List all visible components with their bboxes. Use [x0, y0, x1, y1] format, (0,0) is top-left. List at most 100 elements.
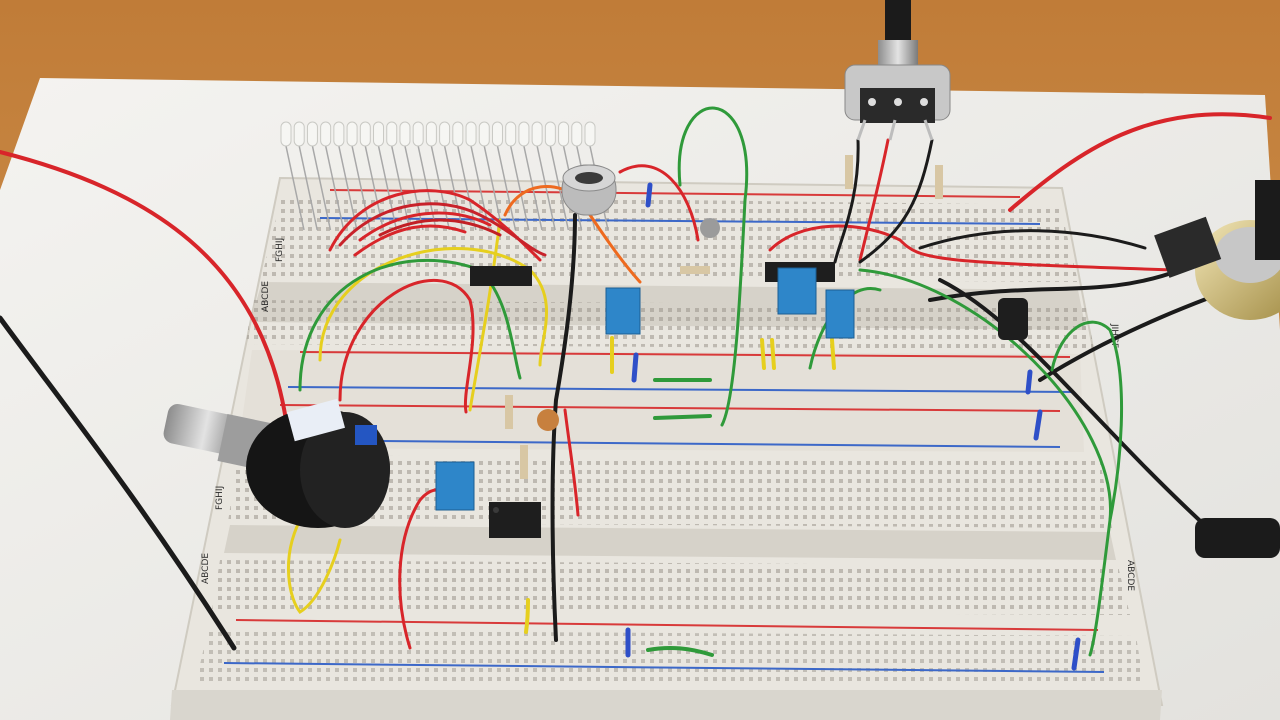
rail-blue-bottom — [223, 662, 1105, 673]
resistor-3 — [680, 266, 710, 274]
pot-pins — [856, 119, 934, 141]
wire-black-long-vertical — [550, 213, 577, 642]
led-lead — [536, 145, 556, 231]
led — [478, 121, 490, 147]
led — [399, 121, 411, 147]
led-lead — [377, 145, 398, 231]
wire-red-pot-1 — [858, 138, 890, 262]
led-bar — [280, 121, 609, 231]
rail-red-mid — [299, 351, 1071, 358]
capacitor-black — [998, 298, 1028, 340]
audio-jack-cable — [1195, 518, 1280, 558]
ic-chip-top-left — [470, 266, 532, 286]
resistor-4 — [845, 155, 853, 189]
wire-green-right-long — [858, 268, 1112, 657]
transistor — [700, 218, 720, 238]
led — [386, 121, 398, 147]
wire-red-long-left — [0, 150, 288, 422]
wire-yellow-3 — [287, 518, 342, 614]
wire-black-right-long — [938, 278, 1212, 532]
wire-yellow-short-5 — [830, 338, 836, 370]
wire-black-pot-2 — [858, 138, 934, 264]
electret-microphone — [561, 164, 617, 216]
wire-yellow-2 — [468, 218, 502, 412]
wire-black-pot-1 — [833, 138, 860, 264]
led-lead — [470, 145, 490, 231]
wire-blue-short-2 — [631, 352, 639, 383]
led — [346, 121, 358, 147]
wire-black-long-left — [0, 315, 237, 651]
led — [465, 121, 477, 147]
row-letters-right-top: JIHGF — [1109, 323, 1119, 348]
led — [439, 121, 451, 147]
wire-red-left-arch — [338, 279, 475, 414]
led-lead — [311, 145, 332, 231]
wire-red-arch-1 — [618, 164, 700, 242]
led-lead — [404, 145, 424, 231]
led-lead — [457, 145, 477, 231]
wires — [0, 106, 1280, 671]
wire-red-lower-right — [563, 408, 580, 517]
wire-green-jumper-3 — [646, 645, 714, 657]
led — [491, 121, 503, 147]
resistor-1 — [505, 395, 513, 429]
led — [412, 121, 424, 147]
resistor-5 — [935, 165, 943, 199]
multi-turn-potentiometer — [163, 398, 390, 528]
led-lead — [298, 145, 318, 231]
led-lead — [483, 145, 503, 231]
led — [333, 121, 345, 147]
wire-green-right-2 — [1050, 320, 1124, 522]
wire-green-jumper-2 — [653, 414, 712, 420]
wire-yellow-short-4 — [770, 338, 776, 370]
led — [558, 121, 570, 147]
led-lead — [324, 145, 345, 231]
wire-blue-short-3 — [1071, 637, 1081, 671]
wire-green-top-arch — [677, 106, 749, 427]
led — [306, 121, 318, 147]
row-letters-left-mid: ABCDE — [261, 281, 271, 312]
row-letters-left-low: FGHIJ — [215, 486, 225, 510]
wire-black-right-cable-2 — [928, 268, 1182, 302]
wire-blue-short-6 — [645, 182, 653, 208]
wire-black-mid-right — [918, 229, 1147, 250]
led-lead — [417, 145, 437, 231]
rail-red-bottom — [235, 619, 1099, 631]
row-labels: FGHIJ ABCDE FGHIJ ABCDE JIHGF ABCDE — [201, 238, 1135, 592]
wire-blue-short-5 — [1025, 369, 1033, 395]
led — [518, 121, 530, 147]
rail-red-mid2 — [279, 404, 1061, 412]
led-lead — [338, 145, 358, 231]
led — [584, 121, 596, 147]
trimmer-blue-4 — [435, 461, 475, 511]
wire-green-left — [298, 258, 522, 392]
rotary-potentiometer-right — [1154, 180, 1280, 320]
ic-chip-bottom — [489, 502, 541, 538]
rail-blue-mid2 — [269, 439, 1061, 448]
trimmer-blue-2 — [777, 267, 817, 315]
ceramic-capacitor — [537, 409, 559, 431]
led — [320, 121, 332, 147]
led-lead — [285, 145, 305, 231]
rotary-potentiometer-top — [844, 0, 951, 123]
led — [280, 121, 292, 147]
led — [293, 121, 305, 147]
row-letters-left-top: FGHIJ — [275, 238, 285, 262]
led-lead — [430, 145, 451, 231]
trimmer-blue-3 — [825, 289, 855, 339]
led — [452, 121, 464, 147]
led-lead — [509, 145, 530, 231]
led — [571, 121, 583, 147]
resistor-2 — [520, 445, 528, 479]
wire-blue-short-4 — [1033, 409, 1043, 441]
wire-yellow-1 — [318, 247, 548, 367]
trimmer-blue-1 — [605, 287, 641, 335]
led-lead — [351, 145, 371, 231]
wire-red-arch-2 — [768, 224, 1177, 272]
rail-blue-mid — [287, 386, 1075, 393]
led — [373, 121, 385, 147]
wire-yellow-short-3 — [760, 338, 766, 370]
led — [425, 121, 437, 147]
row-letters-right-bottom: ABCDE — [1125, 560, 1135, 591]
